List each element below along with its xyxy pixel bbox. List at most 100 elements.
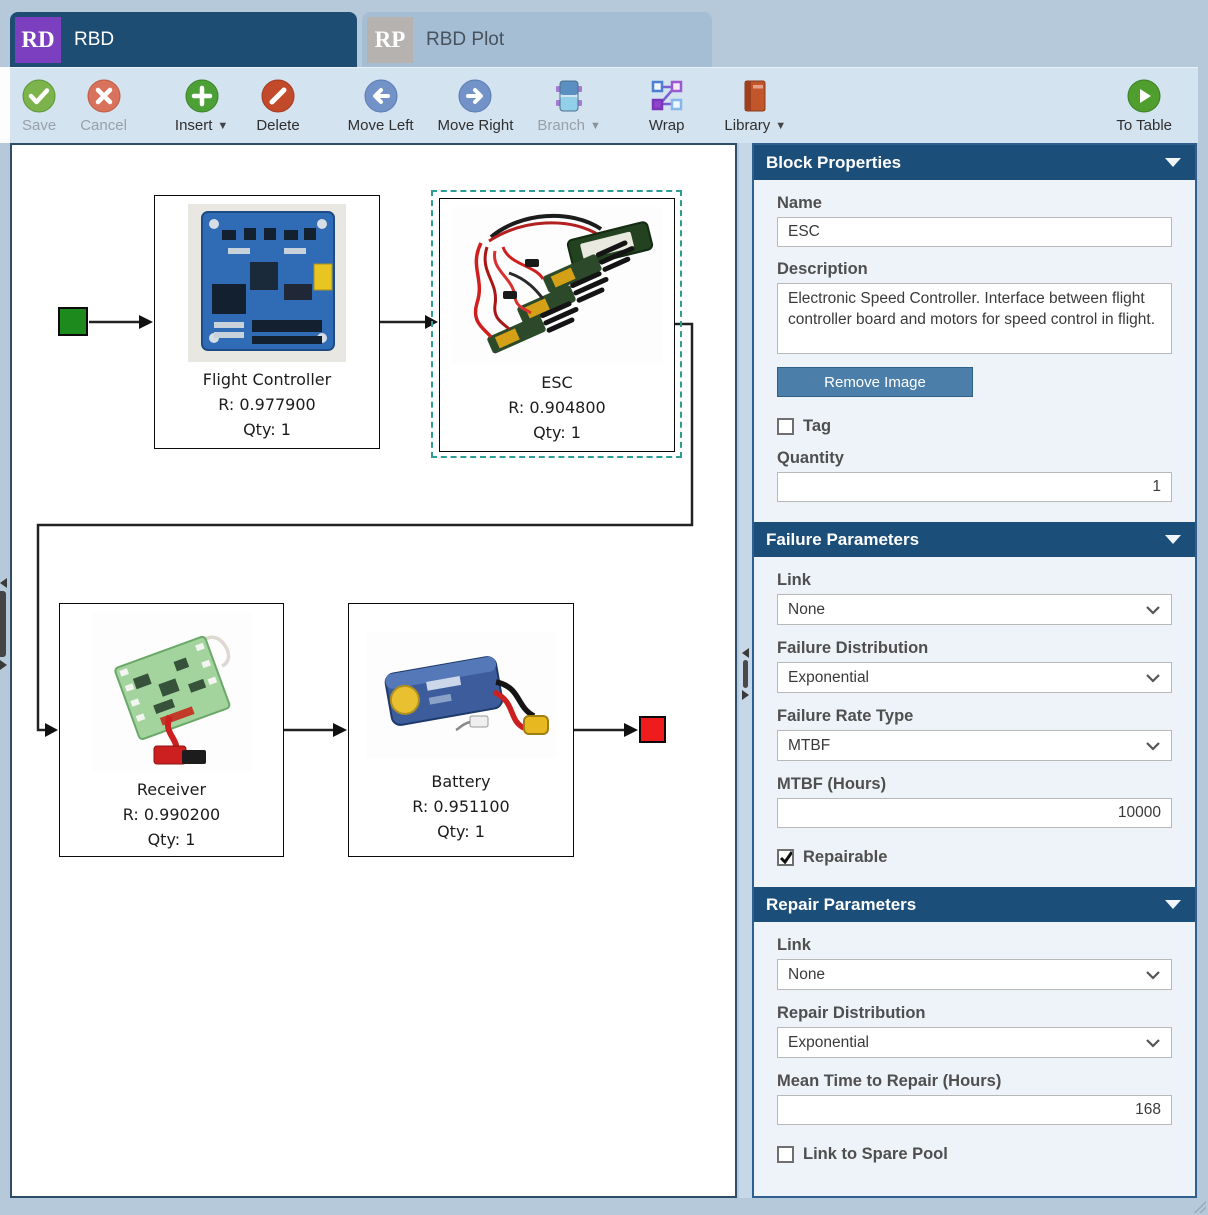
left-splitter-handle[interactable] bbox=[0, 578, 7, 670]
to-table-button[interactable]: To Table bbox=[1116, 77, 1172, 134]
to-table-icon bbox=[1127, 77, 1161, 115]
block-reliability: R: 0.990200 bbox=[122, 805, 221, 824]
library-icon bbox=[742, 77, 768, 115]
block-receiver[interactable]: Receiver R: 0.990200 Qty: 1 bbox=[59, 603, 284, 857]
tab-rbd[interactable]: RD RBD bbox=[10, 12, 357, 68]
repair-distribution-value: Exponential bbox=[788, 1033, 870, 1051]
resize-grip[interactable] bbox=[1194, 1201, 1206, 1213]
collapse-right-icon bbox=[742, 690, 749, 700]
flight-controller-image bbox=[188, 204, 346, 367]
mtbf-input[interactable] bbox=[777, 798, 1172, 828]
chevron-down-icon bbox=[1146, 673, 1160, 683]
failure-link-select[interactable]: None bbox=[777, 594, 1172, 625]
repair-distribution-select[interactable]: Exponential bbox=[777, 1027, 1172, 1058]
repair-link-label: Link bbox=[777, 936, 811, 954]
chevron-down-icon bbox=[1146, 741, 1160, 751]
block-name: Flight Controller bbox=[202, 370, 332, 389]
spare-pool-label: Link to Spare Pool bbox=[803, 1145, 948, 1163]
name-label: Name bbox=[777, 194, 822, 212]
quantity-input[interactable] bbox=[777, 472, 1172, 502]
tag-label: Tag bbox=[803, 417, 832, 435]
collapse-caret-icon bbox=[1165, 535, 1181, 544]
failure-link-label: Link bbox=[777, 571, 811, 589]
failure-parameters-header[interactable]: Failure Parameters bbox=[754, 522, 1195, 557]
insert-caret-icon: ▼ bbox=[217, 119, 229, 132]
rbd-tab-label: RBD bbox=[74, 29, 115, 50]
save-icon bbox=[22, 77, 56, 115]
properties-panel: Block Properties Name Description Electr… bbox=[752, 143, 1197, 1198]
rbd-plot-tab-badge: RP bbox=[367, 17, 413, 63]
mtbf-label: MTBF (Hours) bbox=[777, 775, 887, 793]
block-esc[interactable]: ESC R: 0.904800 Qty: 1 bbox=[439, 198, 675, 452]
failure-parameters-title: Failure Parameters bbox=[766, 529, 920, 549]
check-icon bbox=[779, 851, 792, 865]
block-properties-header[interactable]: Block Properties bbox=[754, 145, 1195, 180]
description-input[interactable]: Electronic Speed Controller. Interface b… bbox=[777, 283, 1172, 354]
splitter-bar bbox=[0, 591, 6, 657]
collapse-left-icon bbox=[742, 648, 749, 658]
to-table-label: To Table bbox=[1116, 117, 1172, 134]
insert-label: Insert bbox=[174, 117, 213, 134]
save-label: Save bbox=[22, 117, 57, 134]
mttr-label: Mean Time to Repair (Hours) bbox=[777, 1072, 1002, 1090]
mttr-input[interactable] bbox=[777, 1095, 1172, 1125]
failure-rate-type-select[interactable]: MTBF bbox=[777, 730, 1172, 761]
collapse-right-icon bbox=[0, 660, 7, 670]
remove-image-button[interactable]: Remove Image bbox=[777, 367, 973, 397]
block-qty: Qty: 1 bbox=[243, 420, 291, 439]
name-input[interactable] bbox=[777, 217, 1172, 247]
rbd-plot-tab-label: RBD Plot bbox=[426, 29, 505, 50]
start-node bbox=[58, 307, 88, 336]
repair-link-select[interactable]: None bbox=[777, 959, 1172, 990]
collapse-left-icon bbox=[0, 578, 7, 588]
wrap-icon bbox=[651, 77, 683, 115]
branch-button[interactable]: Branch▼ bbox=[537, 77, 601, 134]
repairable-checkbox[interactable] bbox=[777, 849, 794, 866]
library-caret-icon: ▼ bbox=[775, 119, 787, 132]
wrap-button[interactable]: Wrap bbox=[649, 77, 684, 134]
library-button[interactable]: Library▼ bbox=[724, 77, 786, 134]
toolbar: Save Cancel Insert ▼ Delete Move Left Mov… bbox=[10, 67, 1198, 143]
repair-parameters-header[interactable]: Repair Parameters bbox=[754, 887, 1195, 922]
delete-label: Delete bbox=[256, 117, 300, 134]
cancel-button[interactable]: Cancel bbox=[80, 77, 127, 134]
move-right-icon bbox=[458, 77, 492, 115]
repair-link-value: None bbox=[788, 965, 826, 983]
connector-lines bbox=[36, 315, 694, 737]
collapse-caret-icon bbox=[1165, 158, 1181, 167]
branch-label: Branch bbox=[537, 117, 585, 134]
end-node bbox=[639, 716, 666, 743]
block-name: Battery bbox=[431, 772, 491, 791]
repair-parameters-title: Repair Parameters bbox=[766, 894, 917, 914]
spare-pool-checkbox[interactable] bbox=[777, 1146, 794, 1163]
move-left-label: Move Left bbox=[347, 117, 414, 134]
tag-checkbox[interactable] bbox=[777, 418, 794, 435]
move-right-label: Move Right bbox=[437, 117, 514, 134]
delete-button[interactable]: Delete bbox=[256, 77, 300, 134]
insert-button[interactable]: Insert ▼ bbox=[175, 77, 228, 134]
save-button[interactable]: Save bbox=[22, 77, 56, 134]
block-name: ESC bbox=[541, 373, 573, 392]
splitter-bar bbox=[743, 660, 748, 688]
failure-rate-type-label: Failure Rate Type bbox=[777, 707, 914, 725]
panel-splitter[interactable] bbox=[739, 143, 752, 1198]
tab-rbd-plot[interactable]: RP RBD Plot bbox=[362, 12, 712, 68]
panel-splitter-handle[interactable] bbox=[742, 648, 749, 700]
block-reliability: R: 0.904800 bbox=[508, 398, 606, 417]
rbd-canvas[interactable]: Flight Controller R: 0.977900 Qty: 1 bbox=[10, 143, 737, 1198]
block-reliability: R: 0.977900 bbox=[218, 395, 316, 414]
battery-image bbox=[366, 632, 556, 763]
failure-distribution-select[interactable]: Exponential bbox=[777, 662, 1172, 693]
move-right-button[interactable]: Move Right bbox=[437, 77, 514, 134]
repair-distribution-label: Repair Distribution bbox=[777, 1004, 926, 1022]
block-flight-controller[interactable]: Flight Controller R: 0.977900 Qty: 1 bbox=[154, 195, 380, 449]
spare-pool-checkbox-row: Link to Spare Pool bbox=[777, 1145, 1172, 1164]
move-left-button[interactable]: Move Left bbox=[348, 77, 414, 134]
tag-checkbox-row: Tag bbox=[777, 417, 1172, 436]
block-battery[interactable]: Battery R: 0.951100 Qty: 1 bbox=[348, 603, 574, 857]
esc-image bbox=[451, 207, 663, 370]
rbd-tab-badge: RD bbox=[15, 17, 61, 63]
chevron-down-icon bbox=[1146, 1038, 1160, 1048]
repairable-label: Repairable bbox=[803, 848, 888, 866]
insert-icon bbox=[185, 77, 219, 115]
